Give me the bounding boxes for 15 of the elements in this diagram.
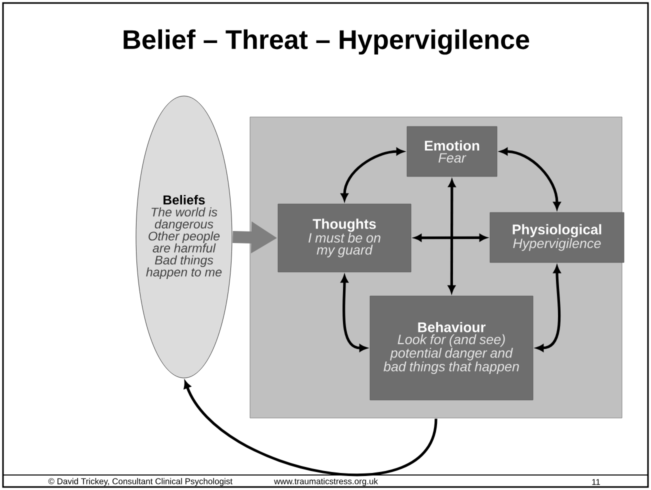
arrow (536, 266, 561, 352)
arrow (500, 148, 561, 210)
arrow (340, 148, 404, 201)
arrow (340, 275, 367, 352)
arrow (448, 180, 456, 293)
footer-text: 11 (592, 479, 600, 485)
arrow (184, 380, 438, 476)
process-box: Behaviour Look for (and see) potential danger and bad things that happen (370, 296, 534, 400)
title: Belief – Threat – Hypervigilence (124, 29, 530, 55)
process-box: Emotion Fear (406, 126, 498, 177)
footer-text: www.traumaticstress.org.uk (274, 478, 378, 486)
process-box: Thoughts I must be on my guard (278, 204, 412, 272)
footer-text: © David Trickey, Consultant Clinical Psychologist (48, 478, 232, 486)
process-box: Physiological Hypervigilence (490, 212, 624, 263)
arrow (414, 234, 487, 242)
